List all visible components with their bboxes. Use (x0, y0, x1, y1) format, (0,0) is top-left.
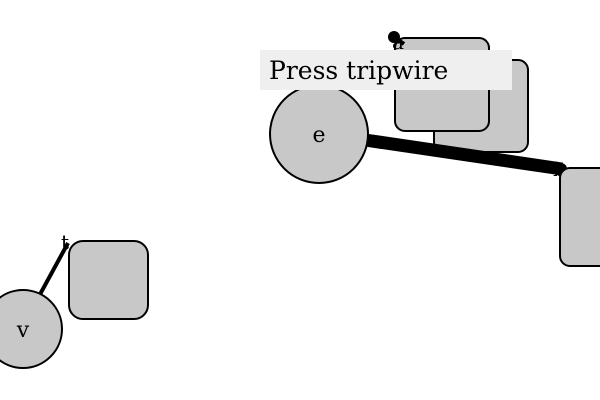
other-label: v (16, 318, 30, 343)
player-label: e (312, 123, 325, 148)
block-left[interactable] (68, 240, 149, 320)
connector-line-left (36, 242, 70, 299)
tripwire-anchor-label: a (392, 30, 404, 54)
tripwire-anchor[interactable] (388, 31, 400, 43)
tripwire-line[interactable] (364, 133, 563, 176)
block-right[interactable] (559, 167, 600, 267)
action-prompt-text: Press tripwire (269, 55, 449, 85)
connector-label-left: t (61, 230, 69, 254)
other-circle[interactable] (0, 289, 63, 369)
action-prompt: Press tripwire (260, 50, 512, 90)
